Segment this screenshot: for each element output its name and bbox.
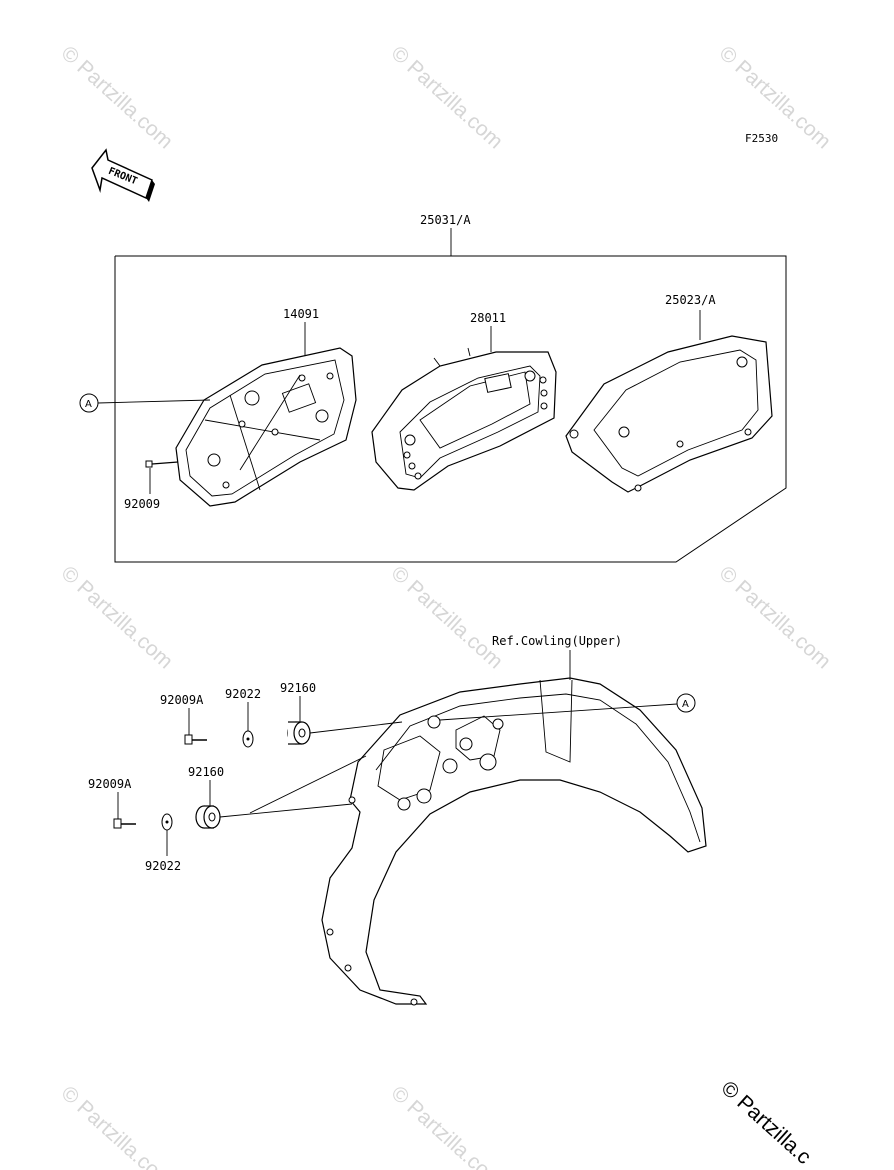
callout-screw-top: 92009 xyxy=(124,497,160,511)
callout-ref-cowling: Ref.Cowling(Upper) xyxy=(492,634,622,648)
callout-washer-2: 92022 xyxy=(145,859,181,873)
watermark: © Partzilla.com xyxy=(57,562,178,674)
callout-damper-2: 92160 xyxy=(188,765,224,779)
front-arrow-icon: FRONT xyxy=(91,148,155,202)
watermark: © Partzilla.com xyxy=(57,42,178,154)
ref-mark-a-right: A xyxy=(682,699,689,710)
callout-meter: 28011 xyxy=(470,311,506,325)
watermark: © Partzilla.com xyxy=(715,562,836,674)
callout-screw-a-2: 92009A xyxy=(88,777,132,791)
watermark: © Partzilla.com xyxy=(57,1082,178,1170)
screw-icon xyxy=(184,734,207,745)
callout-washer-1: 92022 xyxy=(225,687,261,701)
washer-icon xyxy=(161,813,173,831)
washer-icon xyxy=(242,730,254,748)
callout-case-upper: 25023/A xyxy=(665,293,716,307)
watermark: © Partzilla.com xyxy=(387,42,508,154)
diagram-code: F2530 xyxy=(745,132,778,145)
screw-icon xyxy=(113,818,136,829)
meter-unit xyxy=(371,347,557,491)
meter-case-lower xyxy=(175,347,357,507)
screw-icon xyxy=(145,460,179,468)
watermark: © Partzilla.com xyxy=(387,562,508,674)
corner-watermark: © Partzilla.c xyxy=(717,1077,816,1169)
callout-assembly: 25031/A xyxy=(420,213,471,227)
meter-case-upper xyxy=(565,335,773,493)
cowling-upper xyxy=(321,677,707,1006)
callout-damper-1: 92160 xyxy=(280,681,316,695)
ref-mark-a-left: A xyxy=(85,399,92,410)
callout-case-lower: 14091 xyxy=(283,307,319,321)
assembly-box xyxy=(114,228,787,563)
watermarks: © Partzilla.com © Partzilla.com © Partzi… xyxy=(57,42,836,1170)
damper-icon xyxy=(287,721,311,745)
damper-icon xyxy=(195,805,221,829)
watermark: © Partzilla.com xyxy=(387,1082,508,1170)
callout-screw-a-1: 92009A xyxy=(160,693,204,707)
